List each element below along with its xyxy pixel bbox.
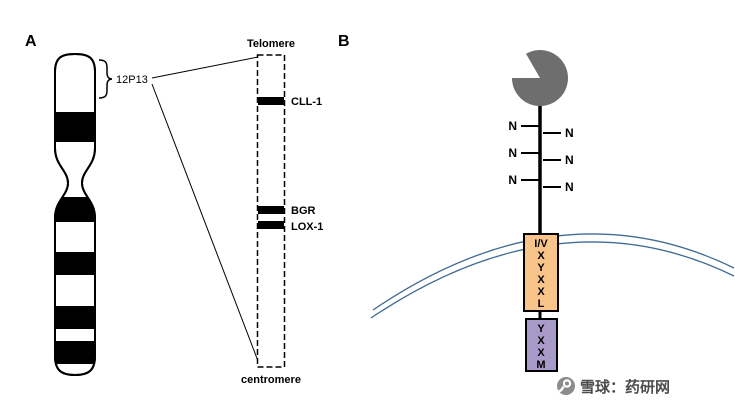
chromosome-band [55,341,95,364]
chromosome-band [55,112,95,142]
gene-band-lox1 [258,221,284,229]
zoom-line-top [151,56,259,79]
gene-band-bgr [258,206,284,214]
itim-letter: L [538,298,545,310]
yxxm-letter: X [537,347,545,359]
n-glycosylation-label: N [565,153,574,167]
zoom-line-bottom [151,83,259,362]
gene-label-lox1: LOX-1 [291,221,323,233]
yxxm-letter: X [537,335,545,347]
chromosome-bands [55,112,95,364]
gene-label-bgr: BGR [291,205,316,217]
gene-label-cll1: CLL-1 [291,96,322,108]
centromere-label: centromere [241,374,301,386]
n-glycosylation-label: N [565,180,574,194]
itim-letter: Y [537,262,545,274]
watermark-logo-icon [558,385,565,393]
itim-letter: X [537,274,545,286]
region-bracket [98,59,113,99]
chromosome-band [55,197,95,222]
watermark: 雪球：药研网 [557,377,670,396]
chromosome-outline [54,52,96,377]
watermark-logo-icon [565,381,569,386]
itim-letter: I/V [534,238,548,250]
n-glycosylation-label: N [508,173,517,187]
panel-b-label: B [338,33,350,50]
itim-letter: X [537,250,545,262]
watermark-text: 雪球：药研网 [580,378,670,396]
yxxm-letter: M [536,359,545,371]
lectin-domain-icon [511,50,568,107]
itim-motif-box [523,233,559,312]
gene-band-cll1 [258,97,284,105]
region-label-12p13: 12P13 [116,74,148,86]
telomere-label: Telomere [247,38,295,50]
chromosome-band [55,306,95,329]
n-glycosylation-label: N [565,126,574,140]
n-glycosylation-label: N [508,146,517,160]
panel-a-label: A [25,33,37,50]
yxxm-motif-box [525,318,558,372]
itim-letter: X [537,286,545,298]
chromosome-band [55,252,95,275]
n-glycosylation-label: N [508,119,517,133]
yxxm-letter: Y [537,323,545,335]
